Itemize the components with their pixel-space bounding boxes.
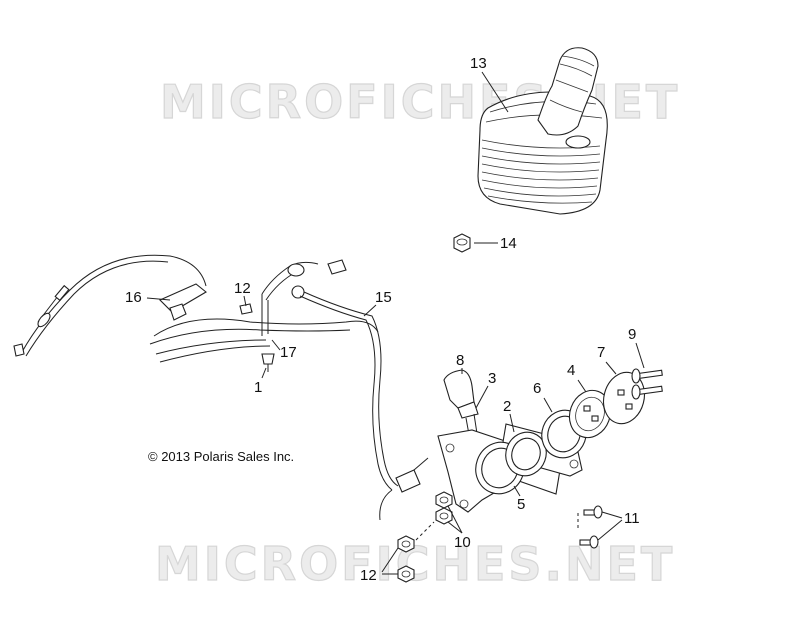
callout-4: 4 bbox=[567, 362, 575, 379]
nuts-part-12 bbox=[397, 535, 415, 583]
callout-9: 9 bbox=[628, 326, 636, 343]
callout-2: 2 bbox=[503, 398, 511, 415]
disc-part-4 bbox=[568, 389, 612, 439]
callout-7: 7 bbox=[597, 344, 605, 361]
callout-12-upper: 12 bbox=[234, 280, 251, 297]
callout-11: 11 bbox=[624, 510, 640, 527]
callout-13: 13 bbox=[470, 55, 487, 72]
callout-12-lower: 12 bbox=[360, 567, 377, 584]
nut-part-14 bbox=[453, 233, 471, 253]
callout-8: 8 bbox=[456, 352, 464, 369]
callout-10: 10 bbox=[454, 534, 471, 551]
shift-cable-assembly bbox=[13, 254, 429, 521]
screws-part-11 bbox=[579, 505, 603, 549]
callout-5: 5 bbox=[517, 496, 525, 513]
shifter-boot-part bbox=[477, 47, 608, 215]
copyright-text: © 2013 Polaris Sales Inc. bbox=[148, 449, 294, 464]
callout-16: 16 bbox=[125, 289, 142, 306]
nuts-part-10 bbox=[435, 491, 453, 525]
callout-14: 14 bbox=[500, 235, 517, 252]
callout-1: 1 bbox=[254, 379, 262, 396]
callout-15: 15 bbox=[375, 289, 392, 306]
bolts-part-9 bbox=[631, 368, 663, 400]
callout-17: 17 bbox=[280, 344, 297, 361]
ring-part-5 bbox=[475, 431, 547, 495]
callout-6: 6 bbox=[533, 380, 541, 397]
callout-3: 3 bbox=[488, 370, 496, 387]
